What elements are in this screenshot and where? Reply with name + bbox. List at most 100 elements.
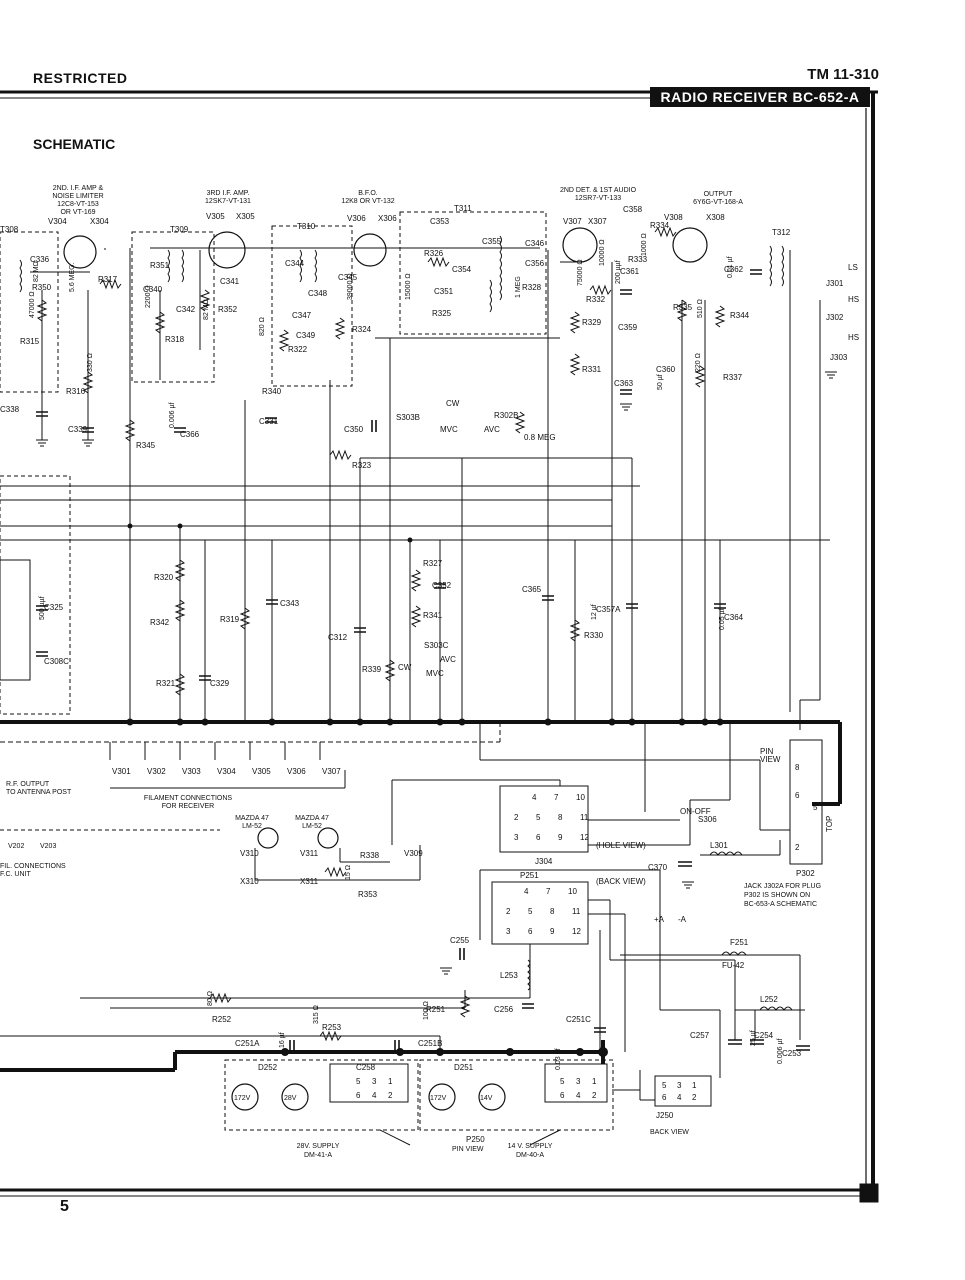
inductor-label: L252 bbox=[760, 995, 778, 1004]
title-banner: RADIO RECEIVER BC-652-A bbox=[650, 87, 870, 107]
p250-pin-a: 6 bbox=[356, 1091, 361, 1100]
vacuum-tubes bbox=[63, 227, 708, 1111]
value-label: 82 MΩ bbox=[203, 299, 210, 320]
value-label: 80 Ω bbox=[207, 991, 214, 1006]
resistor-label: R333 bbox=[628, 255, 648, 264]
value-label: 510 Ω bbox=[697, 299, 704, 318]
resistor-label: R341 bbox=[423, 611, 443, 620]
capacitor-label: C350 bbox=[344, 425, 364, 434]
switch-label: S303C bbox=[424, 641, 449, 650]
j304-pin: 11 bbox=[580, 813, 589, 822]
resistor-label: R339 bbox=[362, 665, 382, 674]
j250-pin: 4 bbox=[677, 1093, 682, 1102]
j304-pin: 4 bbox=[532, 793, 537, 802]
jack-note: BC-653-A SCHEMATIC bbox=[744, 901, 817, 908]
capacitor-label: C358 bbox=[623, 205, 643, 214]
value-label: 0.01 µf bbox=[727, 256, 734, 278]
stage-label-bfo: B.F.O. bbox=[358, 190, 378, 197]
p250-pin-b: 1 bbox=[592, 1077, 597, 1086]
power-bus bbox=[0, 720, 842, 1072]
page-number: 5 bbox=[60, 1198, 69, 1215]
p251-label: P251 bbox=[520, 871, 539, 880]
filament-tube-label: V307 bbox=[322, 767, 341, 776]
frame bbox=[0, 90, 879, 1203]
value-label: 10000 Ω bbox=[599, 239, 606, 266]
tube-label: V305 bbox=[206, 212, 225, 221]
capacitor-label: C308C bbox=[44, 657, 69, 666]
capacitor-label: C254 bbox=[754, 1031, 774, 1040]
supply-terminal: +A bbox=[654, 915, 665, 924]
value-label: 2200 Ω bbox=[145, 285, 152, 308]
j250-pin: 1 bbox=[692, 1081, 697, 1090]
p250-pin-a: 1 bbox=[388, 1077, 393, 1086]
resistor-label: R345 bbox=[136, 441, 156, 450]
fuse-type: FU-42 bbox=[722, 961, 745, 970]
capacitor-label: C347 bbox=[292, 311, 312, 320]
lamp-type: LM-52 bbox=[302, 823, 322, 830]
j304-pin: 6 bbox=[536, 833, 541, 842]
stage-label-if2: 2ND. I.F. AMP & bbox=[53, 185, 104, 192]
switch-label: CW bbox=[446, 399, 460, 408]
value-label: 12 µf bbox=[591, 604, 598, 620]
resistor-label: R350 bbox=[32, 283, 52, 292]
value-label: 82 MΩ bbox=[33, 261, 40, 282]
resistor-label: R317 bbox=[98, 275, 118, 284]
jack-label: J302 bbox=[826, 313, 844, 322]
j304-pin: 2 bbox=[514, 813, 519, 822]
transformer-label: T309 bbox=[170, 225, 189, 234]
fuse-label: F251 bbox=[730, 938, 749, 947]
resistor-label: R315 bbox=[20, 337, 40, 346]
resistor-label: R316 bbox=[66, 387, 86, 396]
capacitor-label: C251A bbox=[235, 1039, 260, 1048]
pin-view-pin: 8 bbox=[795, 763, 800, 772]
jack-label: LS bbox=[848, 263, 858, 272]
capacitor-label: C351 bbox=[434, 287, 454, 296]
resistor-label: R251 bbox=[426, 1005, 446, 1014]
capacitor-label: C256 bbox=[494, 1005, 514, 1014]
inductor-label: L253 bbox=[500, 971, 518, 980]
p251-pin: 7 bbox=[546, 887, 551, 896]
value-label: 16 µf bbox=[279, 1032, 286, 1048]
stage-label-if3: 12SK7-VT-131 bbox=[205, 198, 251, 205]
p251-pin: 11 bbox=[572, 907, 581, 916]
resistor-label: R351 bbox=[150, 261, 170, 270]
j304-pin: 5 bbox=[536, 813, 541, 822]
switch-label: S306 bbox=[698, 815, 717, 824]
capacitor-label: C355 bbox=[482, 237, 502, 246]
switch-label: 0.8 MEG bbox=[524, 433, 556, 442]
component-labels: 2ND. I.F. AMP &NOISE LIMITER12C8-VT-153O… bbox=[0, 185, 859, 1159]
resistor-label: R322 bbox=[288, 345, 308, 354]
p250-pin-b: 3 bbox=[576, 1077, 581, 1086]
supply-terminal: -A bbox=[678, 915, 687, 924]
resistor-label: R327 bbox=[423, 559, 443, 568]
capacitor-label: C312 bbox=[328, 633, 348, 642]
resistor-label: R321 bbox=[156, 679, 176, 688]
capacitor-label: C352 bbox=[432, 581, 452, 590]
capacitor-label: C341 bbox=[220, 277, 240, 286]
p251-pin: 2 bbox=[506, 907, 511, 916]
filament-tube-label: V302 bbox=[147, 767, 166, 776]
resistor-label: R344 bbox=[730, 311, 750, 320]
j250-pin: 6 bbox=[662, 1093, 667, 1102]
coils-and-grounds bbox=[19, 235, 837, 1011]
supply-tube: 172V bbox=[234, 1095, 251, 1102]
j304-label: J304 bbox=[535, 857, 553, 866]
supply-caption: 28V. SUPPLY bbox=[297, 1143, 340, 1150]
switch-label: AVC bbox=[440, 655, 456, 664]
p250-label: P250 bbox=[466, 1135, 485, 1144]
capacitor-label: C339 bbox=[68, 425, 88, 434]
p250-pin-b: 2 bbox=[592, 1091, 597, 1100]
value-label: 200 µµf bbox=[615, 260, 622, 284]
j304-pin: 8 bbox=[558, 813, 563, 822]
resistor-label: R337 bbox=[723, 373, 743, 382]
resistor-label: R326 bbox=[424, 249, 444, 258]
inductor-label: L301 bbox=[710, 841, 728, 850]
j304-pin: 10 bbox=[576, 793, 585, 802]
supply-tube: 14V bbox=[480, 1095, 493, 1102]
p250-pin-a: 5 bbox=[356, 1077, 361, 1086]
lamp-x-label: X310 bbox=[240, 877, 259, 886]
capacitor-label: C255 bbox=[450, 936, 470, 945]
stage-label-det: 2ND DET. & 1ST AUDIO bbox=[560, 187, 637, 194]
supply-id: D252 bbox=[258, 1063, 278, 1072]
transformer-label: T312 bbox=[772, 228, 791, 237]
